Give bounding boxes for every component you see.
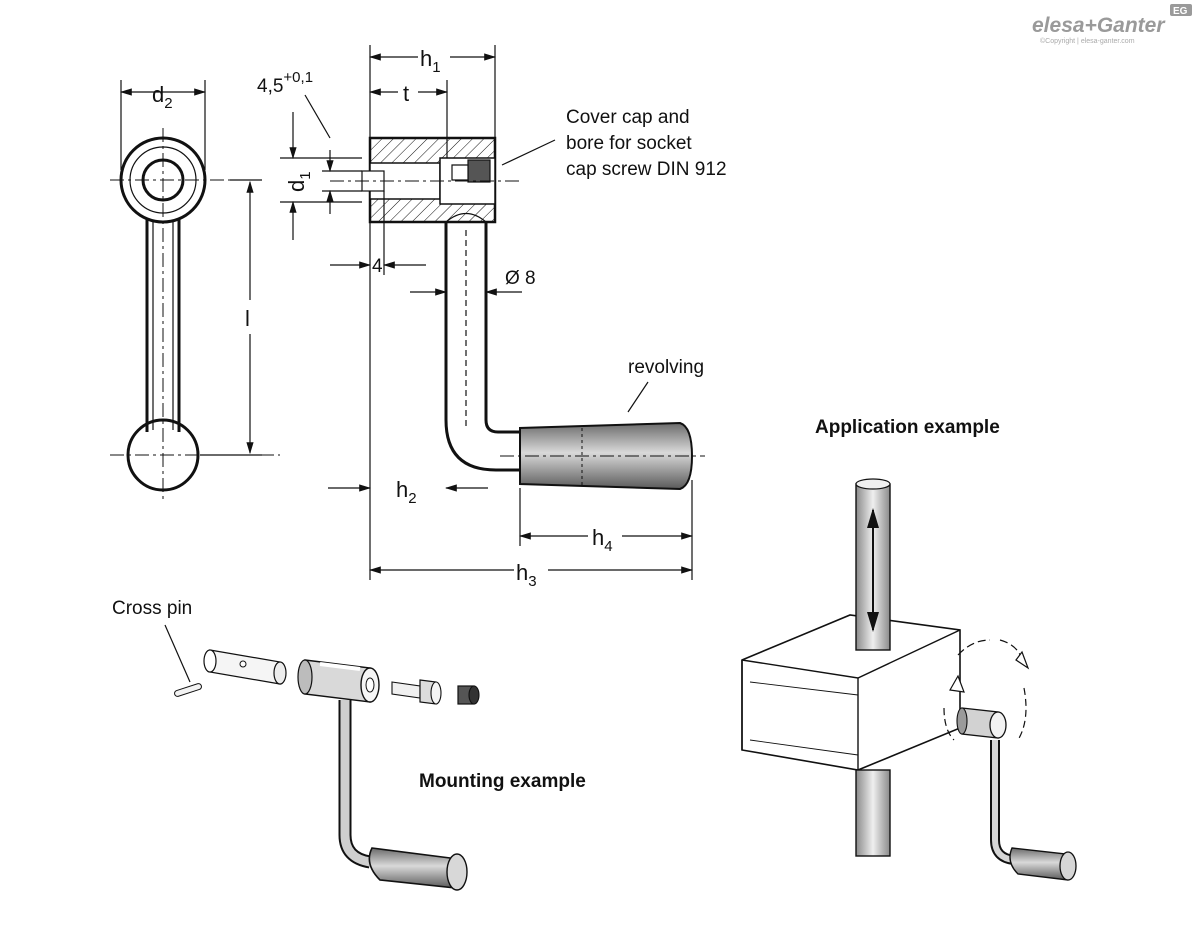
vertical-shaft: [855, 478, 891, 857]
housing-block: [741, 614, 961, 771]
cover-cap: [467, 159, 491, 183]
application-crank: [956, 707, 1077, 881]
socket-screw: [391, 679, 442, 705]
revolving-note: revolving: [628, 357, 704, 378]
application-example-heading: Application example: [815, 417, 1000, 438]
dim-t-label: t: [403, 81, 409, 106]
crank-rod-inner: [484, 222, 520, 434]
dim-h3-label: h3: [516, 560, 537, 590]
dim-l-label: l: [245, 306, 250, 331]
dim-h1-label: h1: [420, 46, 441, 76]
crank-rod-outer: [444, 222, 520, 472]
mounting-example-heading: Mounting example: [419, 771, 586, 792]
dim-diameter-label: Ø 8: [505, 268, 536, 289]
application-example: Application example: [741, 417, 1077, 881]
dim-d2-label: d2: [152, 82, 173, 112]
cover-cap-note-2: bore for socket: [566, 133, 692, 154]
front-view: d2 l: [110, 80, 280, 500]
logo-badge-bg: [1170, 4, 1192, 16]
mounting-crank: [338, 700, 468, 891]
cross-pin: [174, 683, 202, 697]
cover-cap-part: [457, 685, 480, 705]
dim-d1-label: d1: [284, 171, 314, 192]
dim-h2-label: h2: [396, 477, 417, 507]
logo-text: elesa+Ganter: [1032, 14, 1166, 37]
hub-part: [297, 659, 380, 703]
shaft-part: [203, 649, 287, 685]
cover-cap-note-3: cap screw DIN 912: [566, 159, 727, 180]
brand-logo: elesa+Ganter EG ©Copyright | elesa-gante…: [1032, 4, 1192, 45]
cross-pin-label: Cross pin: [112, 598, 192, 619]
dim-slot-width: 4,5+0,1: [257, 69, 313, 97]
dim-4-label: 4: [372, 256, 383, 277]
side-view: h1 t 4,5+0,1 d1 4 Ø 8 Cover cap and bore…: [257, 44, 727, 590]
rotation-indicator: [943, 639, 1030, 741]
dim-h4-label: h4: [592, 525, 613, 555]
logo-badge: EG: [1173, 6, 1188, 17]
logo-copyright: ©Copyright | elesa-ganter.com: [1040, 37, 1135, 45]
mounting-example: Cross pin: [112, 598, 586, 891]
cover-cap-note-1: Cover cap and: [566, 107, 690, 128]
